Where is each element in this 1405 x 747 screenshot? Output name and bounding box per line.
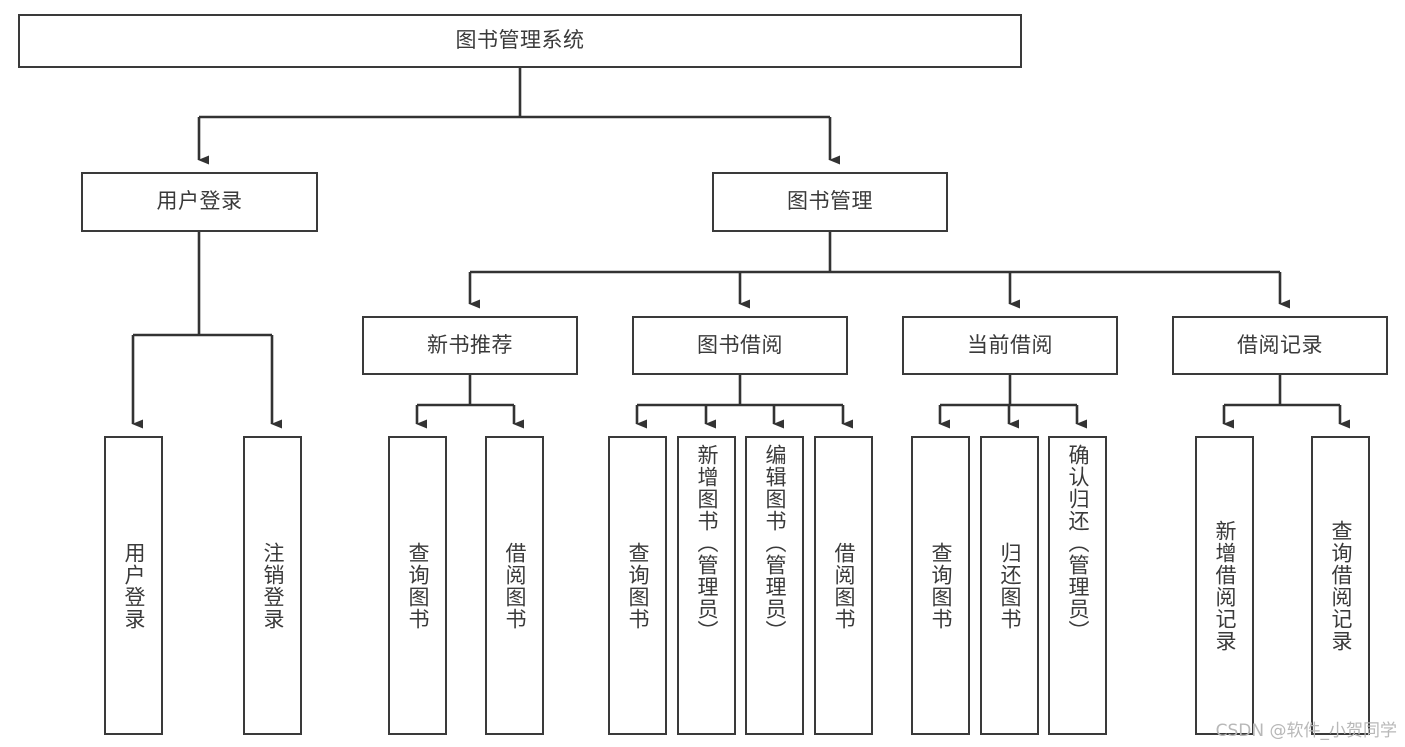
node-leaf-return-book[interactable]: 归还图书	[980, 436, 1039, 735]
node-leaf-add-record[interactable]: 新增借阅记录	[1195, 436, 1254, 735]
node-leaf-borrow-book-rec[interactable]: 借阅图书	[485, 436, 544, 735]
node-book-mgmt[interactable]: 图书管理	[712, 172, 948, 232]
node-leaf-query-book-cur[interactable]: 查询图书	[911, 436, 970, 735]
node-leaf-add-book[interactable]: 新增图书（管理员）	[677, 436, 736, 735]
node-leaf-borrow-book-rec-label: 借阅图书	[502, 541, 527, 630]
node-book-borrow[interactable]: 图书借阅	[632, 316, 848, 375]
node-root[interactable]: 图书管理系统	[18, 14, 1022, 68]
node-new-book-rec-label: 新书推荐	[427, 332, 513, 357]
node-current-borrow-label: 当前借阅	[967, 332, 1053, 357]
node-leaf-query-book-cur-label: 查询图书	[928, 541, 953, 630]
node-leaf-confirm-return[interactable]: 确认归还（管理员）	[1048, 436, 1107, 735]
node-leaf-edit-book-label: 编辑图书（管理员）	[762, 444, 787, 642]
node-leaf-query-record[interactable]: 查询借阅记录	[1311, 436, 1370, 735]
node-user-login-label: 用户登录	[156, 189, 243, 214]
node-leaf-borrow-book-label: 借阅图书	[831, 541, 856, 630]
node-book-borrow-label: 图书借阅	[697, 332, 783, 357]
node-leaf-query-book-rec[interactable]: 查询图书	[388, 436, 447, 735]
node-leaf-user-login[interactable]: 用户登录	[104, 436, 163, 735]
node-leaf-query-book-label: 查询图书	[625, 541, 650, 630]
node-leaf-query-book[interactable]: 查询图书	[608, 436, 667, 735]
node-leaf-logout-label: 注销登录	[260, 541, 285, 630]
node-leaf-return-book-label: 归还图书	[997, 541, 1022, 630]
node-leaf-borrow-book[interactable]: 借阅图书	[814, 436, 873, 735]
node-leaf-user-login-label: 用户登录	[121, 541, 146, 630]
node-leaf-add-book-label: 新增图书（管理员）	[694, 444, 719, 642]
node-leaf-logout[interactable]: 注销登录	[243, 436, 302, 735]
node-leaf-query-record-label: 查询借阅记录	[1328, 519, 1353, 652]
node-leaf-edit-book[interactable]: 编辑图书（管理员）	[745, 436, 804, 735]
node-borrow-record[interactable]: 借阅记录	[1172, 316, 1388, 375]
node-new-book-rec[interactable]: 新书推荐	[362, 316, 578, 375]
node-book-mgmt-label: 图书管理	[787, 189, 873, 214]
node-root-label: 图书管理系统	[455, 28, 585, 53]
node-borrow-record-label: 借阅记录	[1237, 332, 1323, 357]
node-leaf-query-book-rec-label: 查询图书	[405, 541, 430, 630]
node-leaf-confirm-return-label: 确认归还（管理员）	[1065, 444, 1090, 642]
node-user-login[interactable]: 用户登录	[81, 172, 318, 232]
node-current-borrow[interactable]: 当前借阅	[902, 316, 1118, 375]
node-leaf-add-record-label: 新增借阅记录	[1212, 519, 1237, 652]
